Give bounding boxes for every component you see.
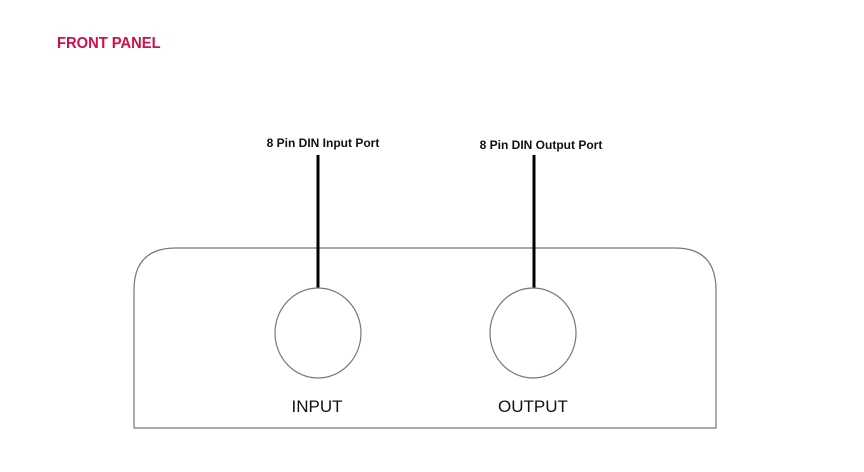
input-port-callout-label: 8 Pin DIN Input Port <box>267 136 380 150</box>
output-port-circle <box>489 287 577 379</box>
input-port-circle <box>274 287 362 379</box>
device-outline <box>133 247 717 429</box>
input-port-label: INPUT <box>292 397 343 416</box>
section-title: FRONT PANEL <box>57 35 161 52</box>
output-port-callout-label: 8 Pin DIN Output Port <box>480 138 603 152</box>
output-port-label: OUTPUT <box>498 397 568 416</box>
